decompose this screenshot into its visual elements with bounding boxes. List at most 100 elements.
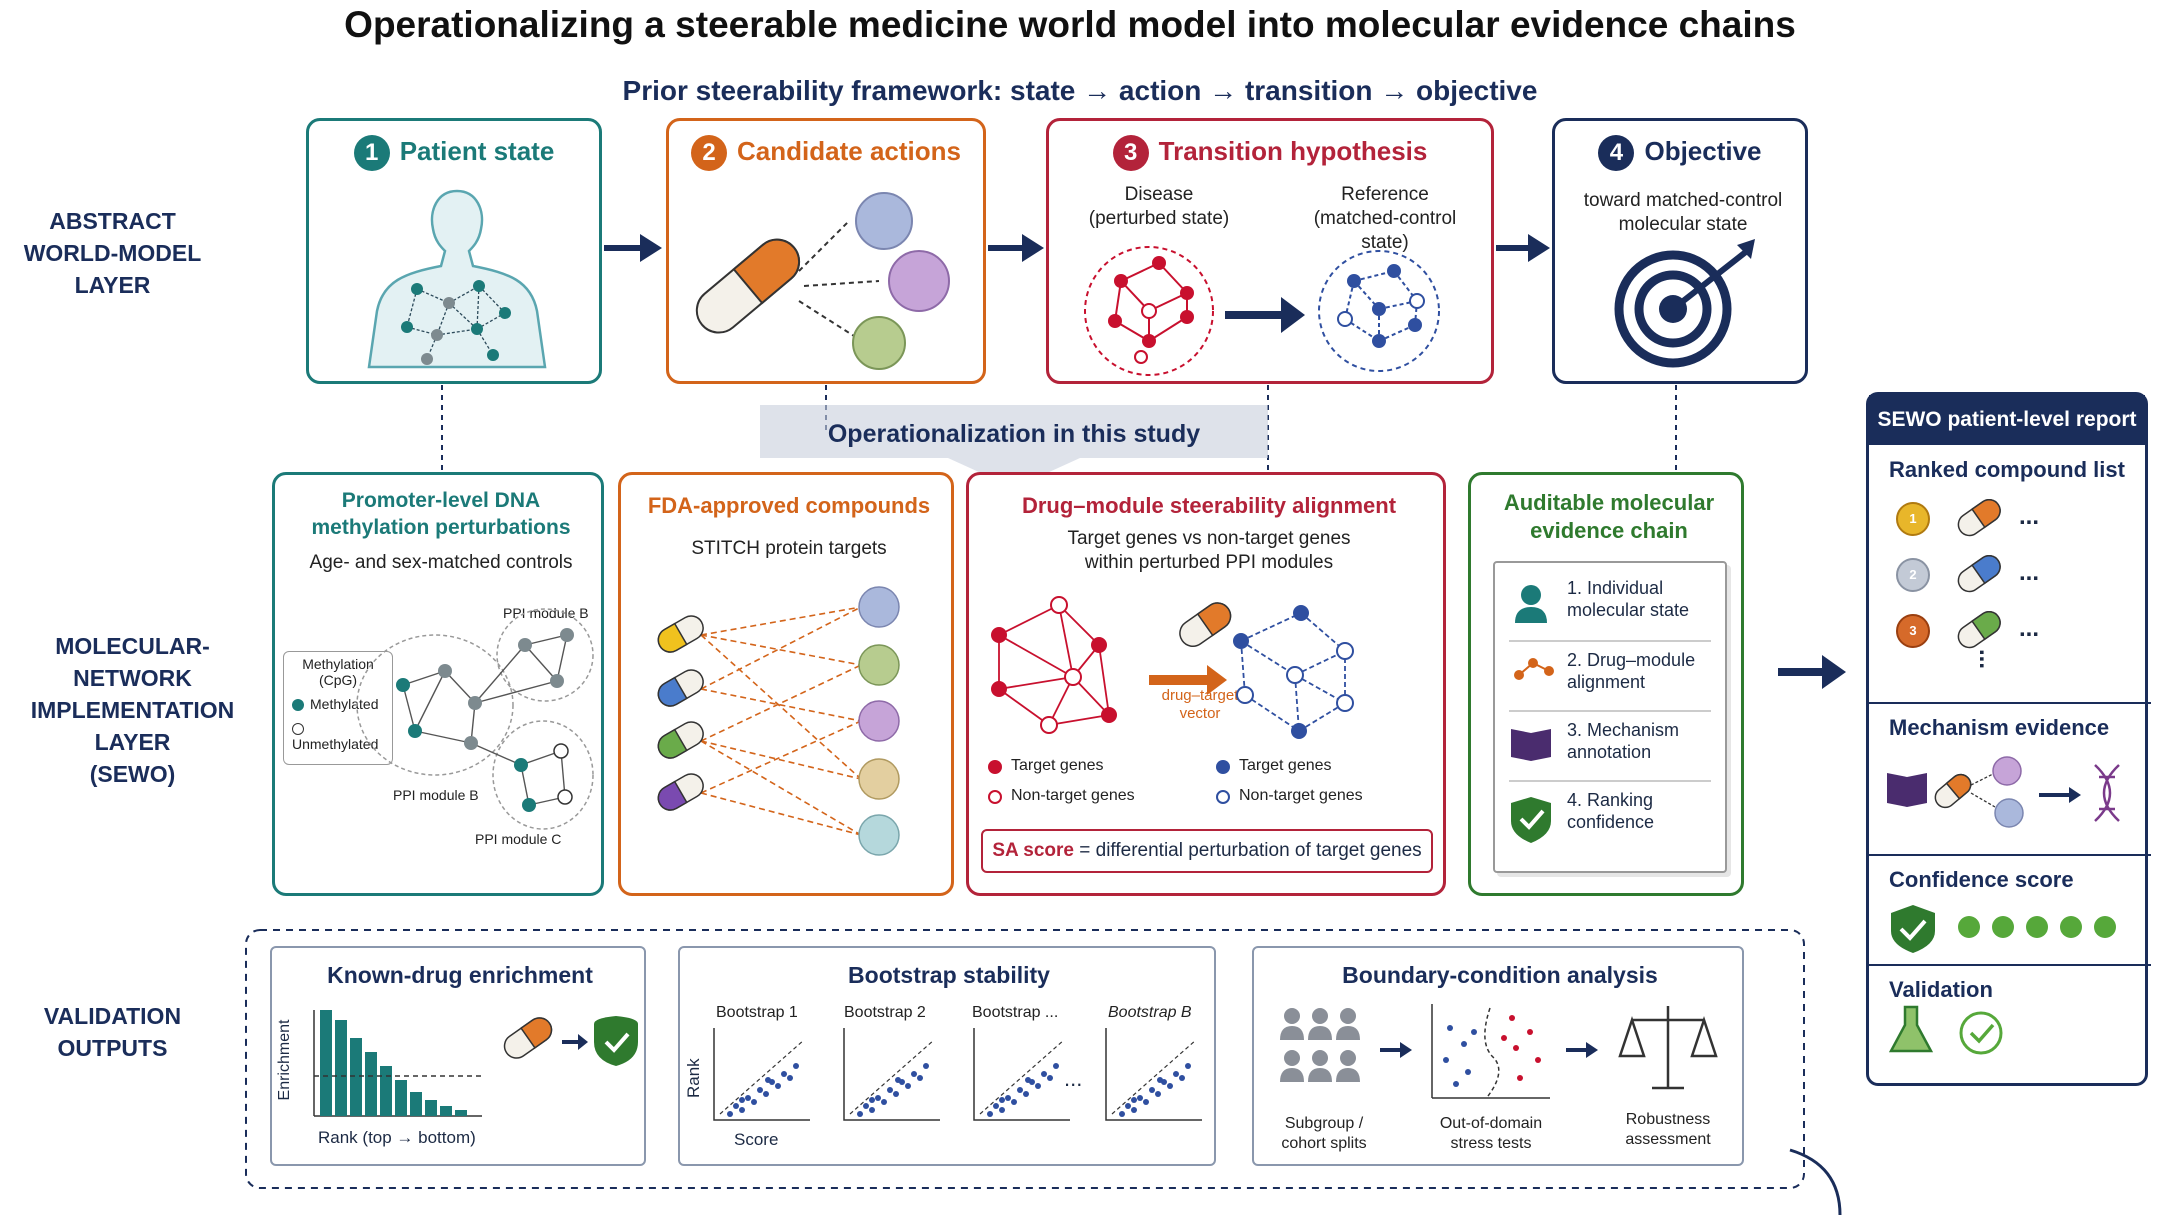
protein-icon — [888, 250, 950, 312]
scatter-axes — [843, 1028, 940, 1121]
molecular-layer-label: MOLECULAR-NETWORK IMPLEMENTATION LAYER (… — [30, 633, 235, 787]
report-graphics — [1869, 498, 2151, 1055]
protein-icon — [858, 758, 900, 800]
check-circle-icon — [1959, 1011, 2003, 1055]
scatter-point — [993, 1103, 999, 1109]
objective-desc: toward matched-control molecular state — [1583, 190, 1783, 235]
evidence-icons — [1509, 585, 1711, 843]
sa-score-box: SA score = differential perturbation of … — [981, 829, 1433, 873]
module-b-label: PPI module B — [393, 787, 479, 803]
scatter-trend — [849, 1039, 935, 1115]
disease-label: Disease (perturbed state) — [1088, 184, 1230, 229]
methylated-swatch — [292, 699, 304, 712]
enrichment-bars — [320, 1010, 467, 1116]
scatter-point — [745, 1095, 751, 1101]
scatter-point — [1047, 1075, 1053, 1081]
compounds-title: FDA-approved compounds — [647, 493, 931, 518]
evidence-title: Auditable molecular evidence chain — [1503, 490, 1715, 543]
legend-nontarget-red: Non-target genes — [1011, 787, 1135, 804]
protein-icon — [858, 586, 900, 628]
scatter-point — [917, 1075, 923, 1081]
boundary-graphics — [1280, 1004, 1718, 1099]
sa-score-label: SA score — [992, 840, 1074, 861]
validation-heading: Validation — [1889, 977, 1993, 1002]
page-title: Operationalizing a steerable medicine wo… — [344, 4, 1796, 45]
scatter-point — [999, 1097, 1005, 1103]
abstract-layer-label: ABSTRACT WORLD-MODEL LAYER — [23, 208, 202, 298]
scatter-point — [905, 1083, 911, 1089]
methylation-legend: Methylation (CpG) Methylated Unmethylate… — [283, 651, 393, 765]
scatter-point — [1167, 1083, 1173, 1089]
sa-score-equation: = differential perturbation of target ge… — [1079, 840, 1422, 861]
evidence-document: 1. Individual molecular state 2. Drug–mo… — [1493, 561, 1727, 873]
legend-title: Methylation (CpG) — [302, 656, 374, 688]
ranked-list-heading: Ranked compound list — [1889, 457, 2125, 482]
module-b-top-label: PPI module B — [503, 605, 589, 621]
scatter-point — [893, 1091, 899, 1097]
shield-check-icon — [594, 1016, 638, 1066]
protein-icon — [858, 814, 900, 856]
alignment-title: Drug–module steerability alignment — [1021, 493, 1397, 518]
methylation-sub: Age- and sex-matched controls — [309, 552, 573, 573]
scatter-point — [881, 1099, 887, 1105]
reference-label: Reference (matched-control state) — [1313, 184, 1457, 253]
top-arrows — [604, 234, 1550, 262]
patient-body-icon — [367, 189, 547, 369]
network-icon — [1514, 658, 1554, 680]
scatter-trend — [719, 1039, 805, 1115]
module-c-label: PPI module C — [475, 831, 562, 847]
bootstrap-panel-3: Bootstrap ... — [972, 1004, 1059, 1021]
dna-icon — [2094, 764, 2120, 822]
objective-title: Objective — [1644, 135, 1762, 166]
people-icon — [1280, 1008, 1360, 1082]
vector-arrow — [1149, 665, 1227, 695]
scatter-point — [765, 1077, 771, 1083]
person-icon — [1515, 585, 1547, 623]
scatter-point — [775, 1083, 781, 1089]
ppi-modules-graph — [356, 608, 594, 830]
framework-subtitle: Prior steerability framework: state → ac… — [622, 75, 1538, 106]
unmethylated-swatch — [292, 723, 304, 736]
compounds-box: FDA-approved compounds STITCH protein ta… — [618, 472, 954, 896]
rank-2-ellipsis: ... — [2019, 559, 2040, 586]
scatter-point — [869, 1107, 875, 1113]
medal-icon — [1896, 502, 1930, 648]
protein-icon — [858, 644, 900, 686]
more-ellipsis: ... — [1974, 649, 2001, 670]
protein-icon — [858, 700, 900, 742]
known-drug-title: Known-drug enrichment — [327, 962, 593, 988]
operationalization-band — [760, 405, 1268, 488]
methylation-title: Promoter-level DNA methylation perturbat… — [311, 489, 571, 539]
report-arrow — [1778, 655, 1846, 689]
scatter-trend — [979, 1039, 1065, 1115]
legend-target-genes-blue: Target genes — [1239, 757, 1332, 774]
transition-arrow — [1225, 297, 1305, 333]
scatter-point — [1157, 1077, 1163, 1083]
rank-3-ellipsis: ... — [2019, 615, 2040, 642]
scatter-point — [1011, 1099, 1017, 1105]
enrichment-xlabel: Rank (top → bottom) — [318, 1128, 476, 1147]
bootstrap-more: ... — [1064, 1066, 1083, 1091]
mechanism-book-icon — [1887, 773, 1927, 807]
scatter-point — [1119, 1111, 1125, 1117]
scatter-point — [863, 1103, 869, 1109]
legend-methylated: Methylated — [310, 696, 379, 712]
boundary-title: Boundary-condition analysis — [1342, 962, 1658, 988]
confidence-shield-icon — [1891, 905, 1935, 953]
confidence-dots — [1958, 916, 2116, 938]
scatter-point — [1131, 1107, 1137, 1113]
known-drug-enrichment-panel: Known-drug enrichment Enrichment Rank (t… — [270, 946, 646, 1166]
evidence-item-1: 1. Individual molecular state — [1567, 578, 1690, 620]
scatter-axes — [713, 1028, 810, 1121]
bootstrap-xlabel: Score — [734, 1130, 779, 1149]
rank-2-number: 2 — [1909, 567, 1917, 582]
scatter-point — [793, 1063, 799, 1069]
enrichment-chart — [313, 1010, 638, 1117]
transition-networks — [1084, 246, 1440, 376]
step-number: 2 — [691, 135, 728, 171]
scatter-point — [1023, 1091, 1029, 1097]
